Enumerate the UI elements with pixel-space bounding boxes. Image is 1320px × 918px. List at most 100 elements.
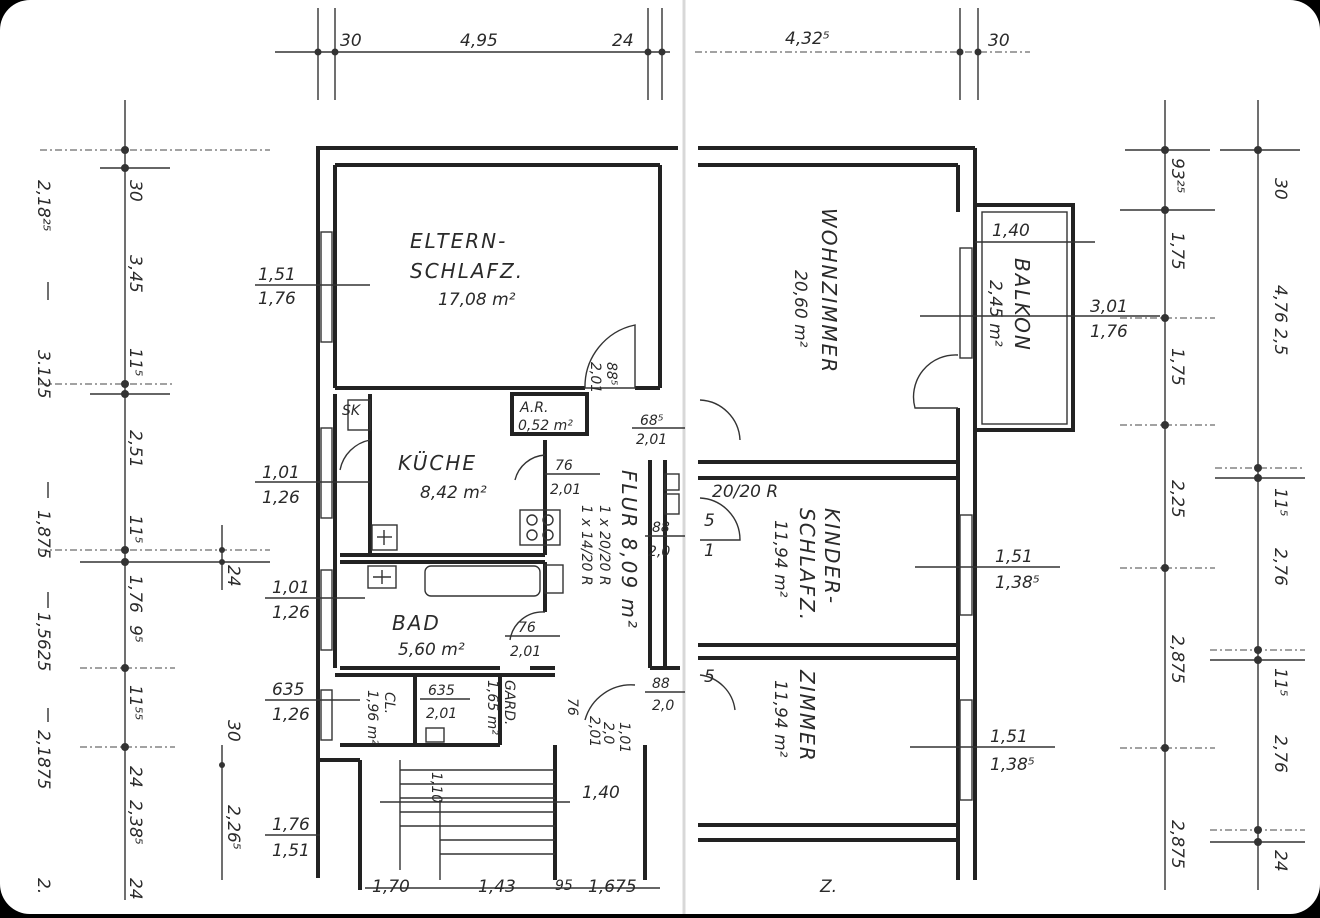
svg-text:635: 635 bbox=[272, 680, 304, 700]
top-dim-5: 30 bbox=[988, 31, 1010, 51]
svg-text:1,26: 1,26 bbox=[272, 705, 310, 725]
left-outer-dim-5: 2,1875 bbox=[33, 730, 53, 789]
wohnzimmer-label: WOHNZIMMER bbox=[817, 208, 841, 374]
zimmer-area: 11,94 m² bbox=[770, 680, 790, 758]
left-outer-dim-4: 1,5625 bbox=[33, 612, 53, 671]
left-outer-dim-6: 2. bbox=[33, 878, 53, 894]
svg-text:635: 635 bbox=[428, 683, 455, 699]
flur-label: FLUR 8,09 m² bbox=[617, 470, 641, 630]
svg-text:1,38⁵: 1,38⁵ bbox=[990, 755, 1035, 775]
svg-text:76: 76 bbox=[518, 620, 536, 636]
svg-text:95: 95 bbox=[555, 878, 573, 894]
svg-text:1,01: 1,01 bbox=[272, 578, 310, 598]
svg-text:88: 88 bbox=[652, 676, 670, 692]
kinder-area: 11,94 m² bbox=[770, 520, 790, 598]
svg-text:88⁵: 88⁵ bbox=[603, 362, 619, 386]
bad-area: 5,60 m² bbox=[398, 640, 465, 660]
top-dim-3: 24 bbox=[612, 31, 634, 51]
top-dim-4: 4,32⁵ bbox=[785, 29, 830, 49]
left-inner-dim-5: 11⁵ bbox=[125, 515, 145, 544]
svg-text:88: 88 bbox=[652, 520, 670, 536]
z-label: Z. bbox=[819, 877, 837, 897]
gard-area: 1,65 m² bbox=[484, 680, 500, 735]
left-extra-dim-2: 30 bbox=[223, 720, 243, 742]
flur-sub-2: 1 x 14/20 R bbox=[578, 505, 594, 586]
svg-text:2,01: 2,01 bbox=[636, 432, 667, 448]
left-inner-dim-10: 2,38⁵ bbox=[125, 800, 145, 845]
left-extra-dim-3: 2,26⁵ bbox=[223, 805, 243, 850]
svg-text:1,26: 1,26 bbox=[272, 603, 310, 623]
window-dimensions: 1,51 1,76 1,01 1,26 1,01 1,26 635 1,26 1… bbox=[255, 221, 1160, 861]
bad-label: BAD bbox=[392, 611, 441, 635]
svg-text:1,76: 1,76 bbox=[272, 815, 310, 835]
left-inner-dim-4: 2,51 bbox=[125, 430, 145, 468]
ar-label: A.R. bbox=[519, 400, 548, 416]
top-dim-2: 4,95 bbox=[460, 31, 498, 51]
svg-text:5: 5 bbox=[704, 511, 715, 531]
right-outer-dim-4: 2,76 bbox=[1270, 548, 1290, 586]
svg-text:1: 1 bbox=[704, 541, 715, 561]
svg-text:2,0: 2,0 bbox=[648, 544, 670, 560]
svg-text:1,01: 1,01 bbox=[262, 463, 300, 483]
svg-text:1,01: 1,01 bbox=[616, 722, 632, 753]
room-labels: ELTERN- SCHLAFZ. 17,08 m² WOHNZIMMER 20,… bbox=[342, 208, 1034, 897]
wohnzimmer-area: 20,60 m² bbox=[790, 270, 810, 348]
right-dimensions: 93²⁵ 1,75 1,75 2,25 2,875 2,875 30 4,76 … bbox=[1167, 158, 1290, 872]
svg-text:68⁵: 68⁵ bbox=[640, 413, 664, 429]
svg-text:2,0: 2,0 bbox=[652, 698, 674, 714]
left-extra-dim-1: 24 bbox=[223, 565, 243, 587]
balkon-label: BALKON bbox=[1010, 258, 1034, 352]
chimney-label: 20/20 R bbox=[712, 482, 778, 502]
right-outer-dim-2: 4,76 2,5 bbox=[1270, 285, 1290, 355]
top-dim-1: 30 bbox=[340, 31, 362, 51]
svg-text:1,675: 1,675 bbox=[588, 877, 637, 897]
svg-text:1,76: 1,76 bbox=[258, 289, 296, 309]
svg-text:1,26: 1,26 bbox=[262, 488, 300, 508]
left-outer-dim-1: 2,18²⁵ bbox=[33, 180, 53, 232]
left-inner-dim-2: 3,45 bbox=[125, 255, 145, 293]
stair-treads bbox=[380, 760, 570, 880]
svg-text:1,70: 1,70 bbox=[372, 877, 410, 897]
cl-label: CL. bbox=[381, 692, 397, 714]
dimension-guides bbox=[40, 8, 1305, 900]
kinder-label-2: SCHLAFZ. bbox=[795, 508, 819, 622]
walls bbox=[316, 146, 1075, 890]
svg-text:1,76: 1,76 bbox=[1090, 322, 1128, 342]
svg-text:76: 76 bbox=[555, 458, 573, 474]
left-inner-dim-9: 24 bbox=[125, 766, 145, 788]
balkon-area: 2,45 m² bbox=[985, 280, 1005, 347]
svg-text:2,01: 2,01 bbox=[426, 706, 457, 722]
left-outer-dim-3: 1,875 bbox=[33, 510, 53, 559]
left-inner-dim-8: 11⁵⁵ bbox=[125, 685, 145, 720]
eltern-label-2: SCHLAFZ. bbox=[410, 259, 524, 283]
svg-text:1,51: 1,51 bbox=[272, 841, 310, 861]
eltern-label-1: ELTERN- bbox=[410, 229, 507, 253]
right-inner-dim-5: 2,875 bbox=[1167, 635, 1187, 684]
right-outer-dim-3: 11⁵ bbox=[1270, 488, 1290, 517]
svg-text:1,38⁵: 1,38⁵ bbox=[995, 573, 1040, 593]
flur-sub-1: 1 x 20/20 R bbox=[596, 505, 612, 586]
kueche-label: KÜCHE bbox=[398, 451, 477, 475]
misc-dimensions: 1,10 1,40 1,70 1,43 95 1,675 5 1 5 bbox=[365, 511, 715, 897]
svg-text:1,51: 1,51 bbox=[995, 547, 1033, 567]
left-inner-dim-6: 1,76 bbox=[125, 575, 145, 613]
svg-text:1,51: 1,51 bbox=[258, 265, 296, 285]
svg-text:2,0: 2,0 bbox=[600, 722, 616, 744]
svg-text:1,10: 1,10 bbox=[428, 772, 444, 803]
svg-text:5: 5 bbox=[704, 667, 715, 687]
zimmer-label: ZIMMER bbox=[795, 669, 819, 763]
left-outer-dim-2: 3.125 bbox=[33, 350, 53, 399]
left-inner-dim-11: 24 bbox=[125, 878, 145, 900]
door-dimensions: 88⁵ 2,01 68⁵ 2,01 76 2,01 88 2,0 76 2,01… bbox=[420, 362, 685, 753]
kueche-area: 8,42 m² bbox=[420, 483, 487, 503]
right-inner-dim-1: 93²⁵ bbox=[1167, 158, 1187, 193]
left-inner-dim-3: 11⁵ bbox=[125, 348, 145, 377]
left-inner-dim-7: 9⁵ bbox=[125, 625, 145, 643]
svg-text:1,43: 1,43 bbox=[478, 877, 516, 897]
left-inner-dim-1: 30 bbox=[125, 180, 145, 202]
svg-text:1,40: 1,40 bbox=[582, 783, 620, 803]
gard-label: GARD. bbox=[501, 680, 517, 725]
ar-area: 0,52 m² bbox=[518, 418, 573, 434]
